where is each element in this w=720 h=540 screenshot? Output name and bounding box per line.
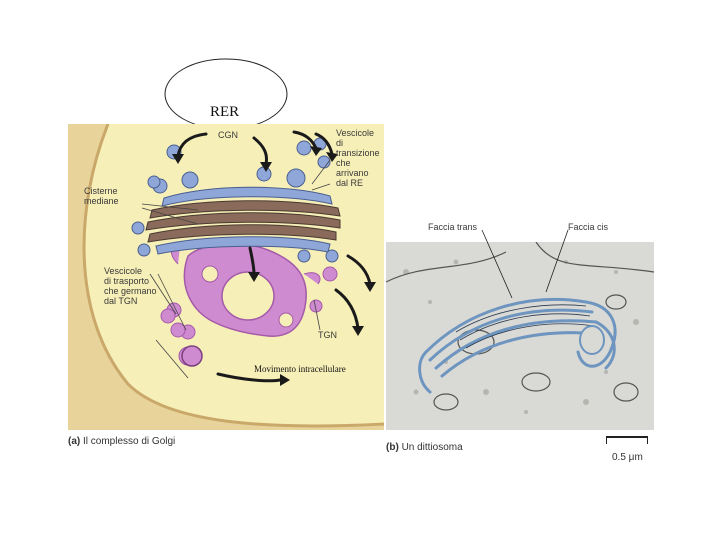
label-faccia-trans: Faccia trans [428, 222, 478, 232]
scale-bar-label: 0.5 μm [612, 452, 643, 463]
movement-label: Movimento intracellulare [254, 364, 346, 374]
micrograph-leaders [481, 229, 569, 299]
rer-label: RER [210, 104, 240, 120]
label-tgn: TGN [318, 330, 337, 340]
caption-a: (a) Il complesso di Golgi [68, 436, 176, 447]
micrograph-texture [403, 259, 639, 414]
micrograph-background [386, 242, 654, 430]
label-cgn: CGN [218, 130, 238, 140]
caption-b: (b) Un dittiosoma [386, 442, 463, 453]
micrograph-organelles [386, 242, 654, 411]
dictyosome-stack [418, 298, 617, 394]
cell-membrane [68, 124, 384, 430]
arrow-heads [172, 146, 376, 386]
secretory-vesicle [181, 345, 203, 367]
label-faccia-cis: Faccia cis [568, 222, 609, 232]
label-cisterne-mediane: Cisterne mediane [84, 186, 119, 206]
scale-bar [606, 436, 648, 444]
dictyosome-lines [455, 304, 595, 349]
leader-lines [141, 159, 331, 379]
golgi-illustration [68, 124, 384, 430]
golgi-cisternae [145, 166, 341, 255]
label-vescicole-trasporto: Vescicole di trasporto che germano dal T… [104, 266, 157, 306]
flow-arrows [176, 130, 372, 383]
label-vescicole-transizione: Vescicole di transizione che arrivano da… [336, 128, 380, 188]
micrograph [386, 242, 654, 430]
